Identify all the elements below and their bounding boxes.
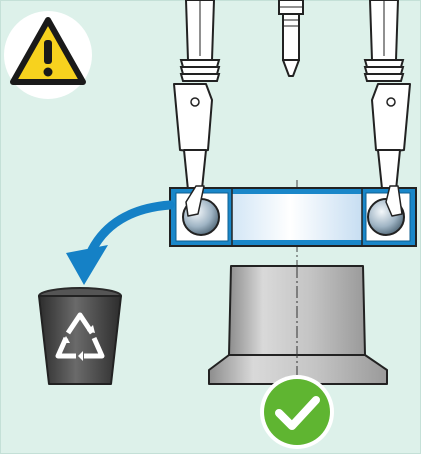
check-circle-icon xyxy=(260,375,334,449)
warning-exclamation-dot xyxy=(44,68,53,77)
recycle-bin-icon xyxy=(39,288,121,384)
shaft-housing xyxy=(209,266,387,384)
bearing-ring xyxy=(170,188,416,246)
warning-exclamation-bar xyxy=(44,40,52,64)
warning-badge xyxy=(4,11,92,99)
